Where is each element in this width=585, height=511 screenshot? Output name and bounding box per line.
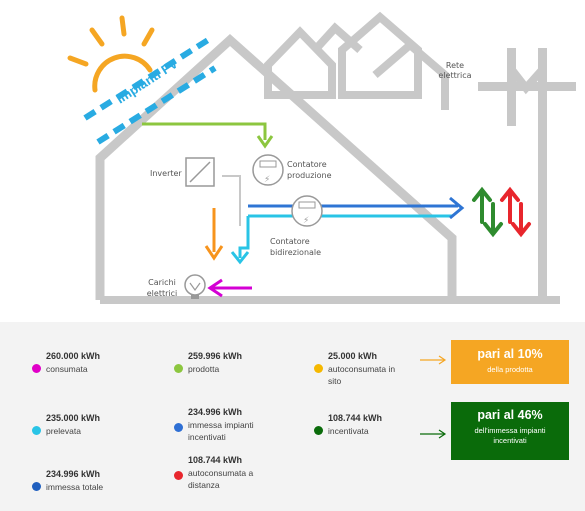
stat-label: autoconsumata in sito — [328, 364, 396, 386]
inverter-connection — [222, 175, 241, 226]
grid-tower-icon — [478, 48, 576, 126]
inverter-icon-diagonal — [189, 161, 211, 183]
callout-subtitle: dell'immessa impianti incentivati — [474, 426, 546, 445]
diagram-svg: Rete elettrica Impianti FV Inverter — [67, 11, 576, 304]
import-down-flow — [238, 216, 250, 258]
loads-bulb-filament — [189, 282, 201, 292]
stat-dot — [174, 364, 183, 373]
callout-title: pari al 46% — [477, 408, 543, 422]
stat-dot — [314, 364, 323, 373]
green-callout-arrow — [420, 429, 447, 439]
bidirectional-meter-display — [298, 201, 316, 209]
stat-dot — [32, 364, 41, 373]
stat-value: 259.996 kWh — [188, 351, 243, 361]
stat-value: 235.000 kWh — [46, 413, 101, 423]
production-meter-label-2: produzione — [287, 171, 332, 180]
stat-value: 260.000 kWh — [46, 351, 101, 361]
ground-line — [100, 296, 560, 304]
stat-value: 234.996 kWh — [188, 407, 243, 417]
stat-value: 108.744 kWh — [328, 413, 383, 423]
loads-bulb-icon — [184, 274, 206, 296]
neighbor-houses — [264, 11, 449, 110]
production-arrowhead — [256, 135, 274, 149]
bidirectional-meter-bolt-icon: ⚡ — [303, 215, 309, 225]
stat-label: immessa totale — [46, 482, 104, 492]
export-arrowhead — [449, 196, 465, 220]
grid-exchange-arrows — [472, 186, 531, 238]
callout-subtitle: della prodotta — [487, 365, 533, 374]
energy-flow-diagram: Rete elettrica Impianti FV Inverter — [67, 11, 576, 304]
loads-bulb-base — [191, 295, 199, 299]
solar-panel-lines — [83, 37, 217, 145]
orange-callout-arrow — [420, 355, 447, 365]
bidirectional-meter-label-2: bidirezionale — [270, 248, 321, 257]
stat-label: incentivata — [328, 426, 369, 436]
sun-icon — [67, 15, 155, 93]
callout-arrows — [420, 355, 447, 439]
stat-label: autoconsumata a distanza — [188, 468, 254, 490]
import-down-arrowhead — [230, 251, 250, 265]
consumption-arrowhead — [207, 278, 223, 298]
production-flow-arrow — [142, 122, 267, 140]
main-house-outline — [95, 33, 457, 300]
stat-label: prodotta — [188, 364, 220, 374]
stat-dot — [314, 426, 323, 435]
stat-value: 25.000 kWh — [328, 351, 378, 361]
stats-panel: 260.000 kWh consumata 259.996 kWh prodot… — [0, 322, 585, 511]
production-meter-bolt-icon: ⚡ — [264, 174, 270, 184]
stat-label: consumata — [46, 364, 88, 374]
production-meter-display — [259, 160, 277, 168]
stat-value: 108.744 kWh — [188, 455, 243, 465]
stat-label: immessa impianti incentivati — [188, 420, 254, 442]
stat-value: 234.996 kWh — [46, 469, 101, 479]
stat-dot — [32, 426, 41, 435]
stat-dot — [174, 471, 183, 480]
grid-connection-line — [538, 126, 547, 304]
stat-label: prelevata — [46, 426, 81, 436]
callout-incentivized: pari al 46% dell'immessa impianti incent… — [451, 402, 569, 460]
inverter-icon — [185, 157, 215, 187]
callout-self-consumption: pari al 10% della prodotta — [451, 340, 569, 384]
production-meter-label: Contatore — [287, 160, 327, 169]
loads-label: Carichi — [148, 278, 176, 287]
stat-dot — [32, 482, 41, 491]
loads-label-2: elettrici — [147, 289, 177, 298]
callout-title: pari al 10% — [477, 347, 543, 361]
inverter-label: Inverter — [150, 169, 182, 178]
stat-dot — [174, 423, 183, 432]
bidirectional-meter-label: Contatore — [270, 237, 310, 246]
grid-label-2: elettrica — [438, 71, 471, 80]
grid-label: Rete — [446, 61, 464, 70]
self-consumption-arrowhead — [204, 245, 224, 261]
